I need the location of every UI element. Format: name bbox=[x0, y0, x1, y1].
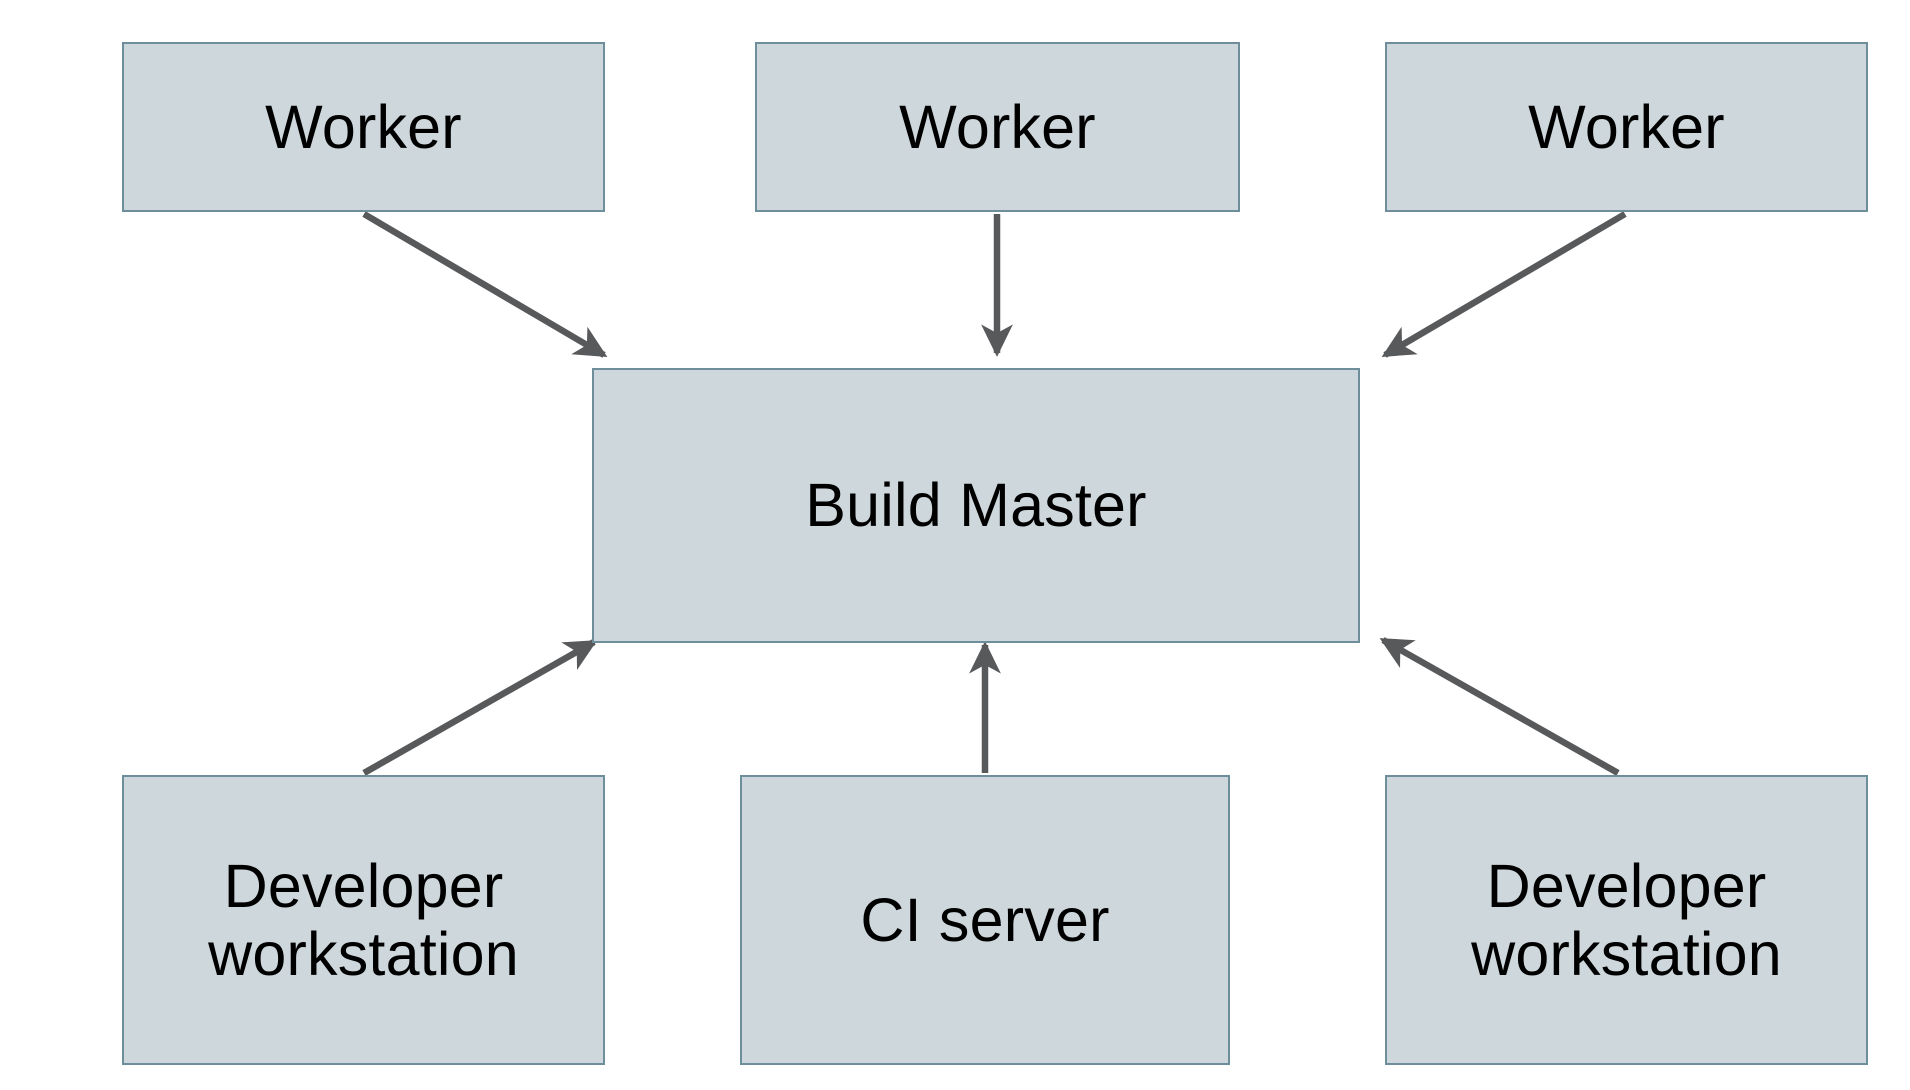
node-worker-3-label: Worker bbox=[1528, 92, 1725, 161]
edge-worker-1-to-build-master bbox=[362, 211, 608, 358]
node-worker-2-label: Worker bbox=[899, 92, 1096, 161]
node-build-master-label: Build Master bbox=[805, 471, 1147, 540]
node-worker-1-label: Worker bbox=[265, 92, 462, 161]
node-ci-server-label: CI server bbox=[860, 885, 1110, 954]
node-developer-workstation-1-label: Developer workstation bbox=[208, 851, 519, 988]
node-build-master[interactable]: Build Master bbox=[592, 368, 1360, 643]
node-developer-workstation-2-label: Developer workstation bbox=[1471, 851, 1782, 988]
edge-dev-workstation-1-to-build-master bbox=[362, 639, 598, 776]
edge-worker-3-to-build-master bbox=[1381, 211, 1627, 358]
node-ci-server[interactable]: CI server bbox=[740, 775, 1230, 1065]
node-developer-workstation-1[interactable]: Developer workstation bbox=[122, 775, 605, 1065]
node-worker-1[interactable]: Worker bbox=[122, 42, 605, 212]
node-developer-workstation-2[interactable]: Developer workstation bbox=[1385, 775, 1868, 1065]
edge-dev-workstation-2-to-build-master bbox=[1379, 637, 1620, 776]
node-worker-3[interactable]: Worker bbox=[1385, 42, 1868, 212]
node-worker-2[interactable]: Worker bbox=[755, 42, 1240, 212]
